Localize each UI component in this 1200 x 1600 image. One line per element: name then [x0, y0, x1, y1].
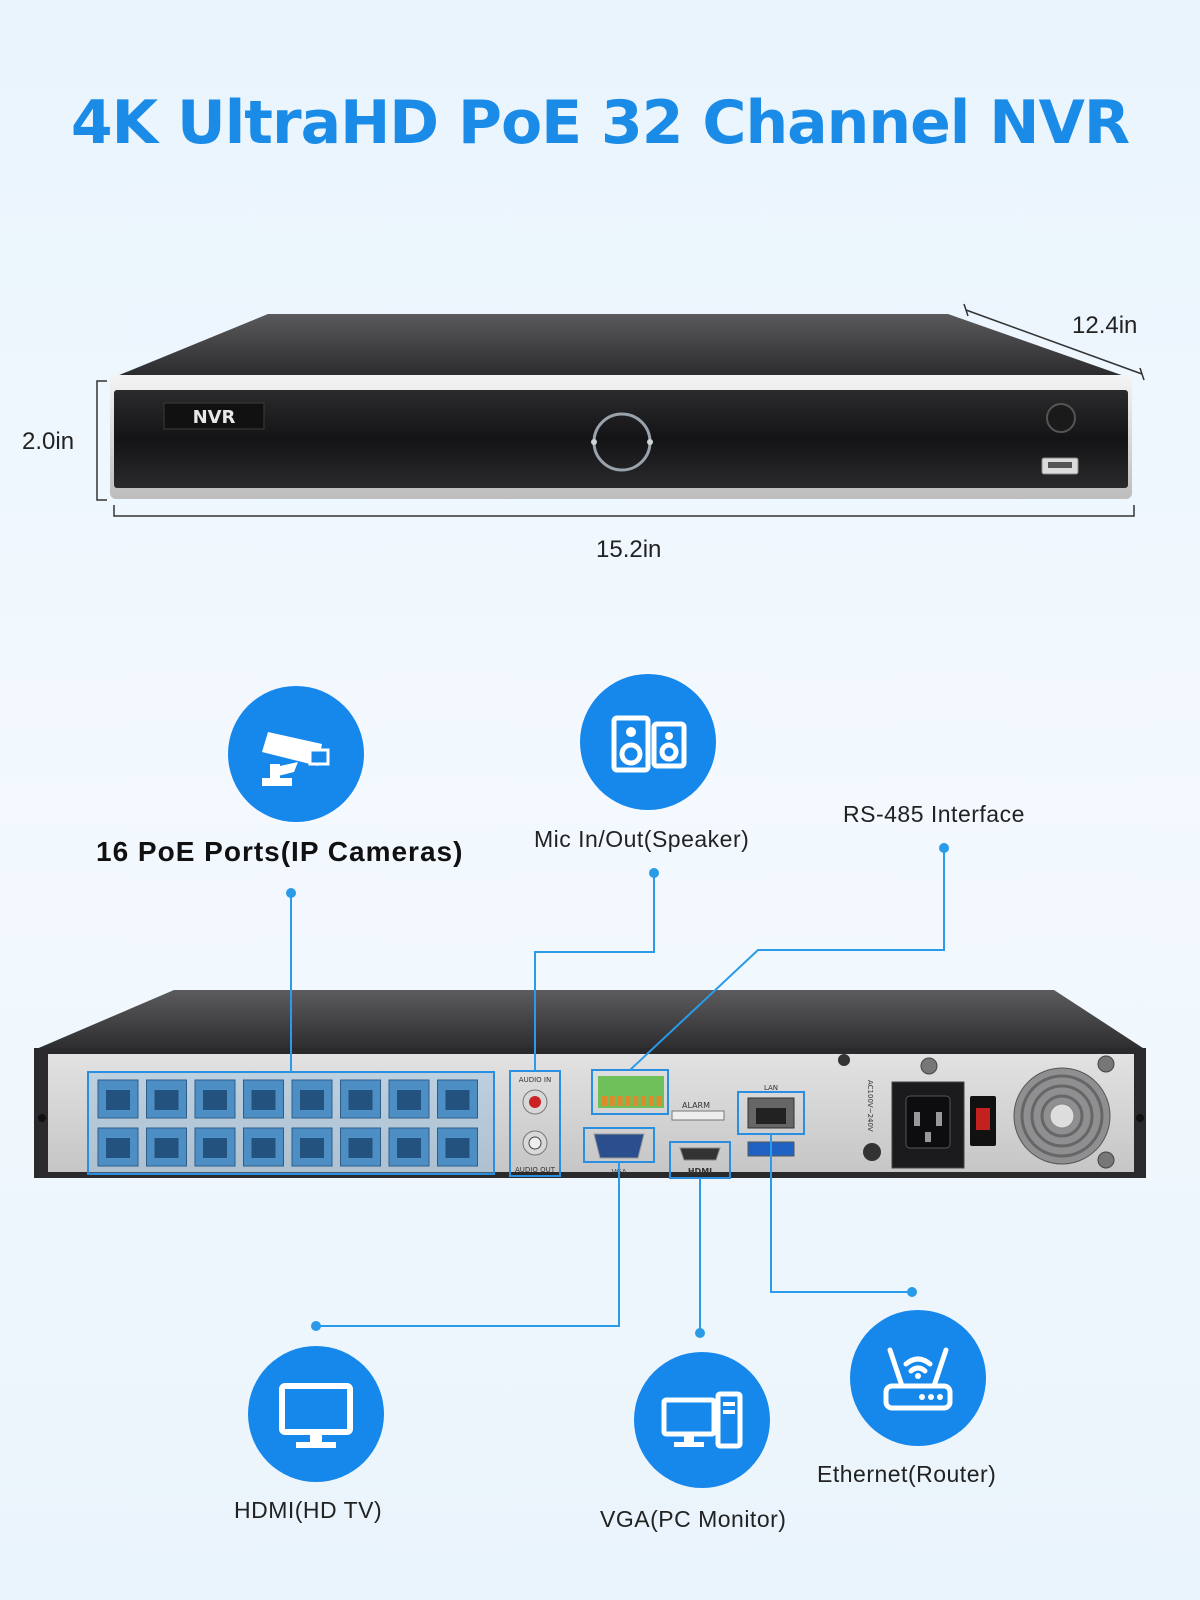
nvr-top-panel [112, 314, 1130, 378]
audio-out-text: AUDIO OUT [515, 1166, 556, 1174]
rs485-label: RS-485 Interface [843, 801, 1025, 827]
router-circle [850, 1310, 986, 1446]
desktop-pc-icon [661, 1391, 743, 1449]
poe-ports-label: 16 PoE Ports(IP Cameras) [96, 836, 464, 867]
ethernet-label: Ethernet(Router) [817, 1461, 997, 1487]
page-title: 4K UltraHD PoE 32 Channel NVR [70, 88, 1130, 158]
width-label: 15.2in [596, 536, 662, 563]
camera-circle [228, 686, 364, 822]
monitor-icon [279, 1383, 353, 1448]
vga-monitor-label: VGA(PC Monitor) [600, 1506, 787, 1532]
nvr-badge-text: NVR [193, 407, 236, 428]
callout-dots [286, 843, 949, 1338]
fan-icon [1013, 1067, 1111, 1165]
hdmi-text: HDMI [688, 1167, 712, 1176]
alarm-text: ALARM [682, 1101, 710, 1110]
depth-dimension-line [965, 309, 1143, 375]
poe-port-icon [146, 1079, 187, 1119]
pc-circle [634, 1352, 770, 1488]
nvr-badge [163, 402, 265, 430]
hdmi-port-icon [679, 1147, 721, 1161]
callout-lines [290, 848, 945, 1333]
speakers-icon [611, 715, 687, 773]
depth-label: 12.4in [1072, 312, 1138, 339]
poe-ports-block [87, 1071, 495, 1175]
vga-port-icon [593, 1133, 645, 1159]
speaker-circle [580, 674, 716, 810]
height-label: 2.0in [22, 428, 75, 455]
rs485-terminal-icon [598, 1076, 664, 1108]
hdmi-tv-label: HDMI(HD TV) [234, 1497, 383, 1523]
security-camera-icon [262, 732, 330, 786]
width-dimension-line [113, 505, 1135, 517]
rear-top-panel [34, 990, 1146, 1050]
power-rating-text: AC100V~240V [866, 1080, 874, 1132]
tv-circle [248, 1346, 384, 1482]
ground-screw-icon [863, 1143, 881, 1161]
nvr-front-view: NVR [96, 303, 1145, 517]
nvr-front-panel [114, 390, 1128, 488]
power-button-icon [1046, 403, 1076, 433]
mic-label: Mic In/Out(Speaker) [534, 826, 750, 852]
audio-in-text: AUDIO IN [519, 1076, 551, 1084]
wifi-router-icon [883, 1347, 953, 1411]
poe-port-icon [97, 1127, 139, 1167]
height-dimension-line [96, 380, 107, 501]
lan-text: LAN [764, 1084, 778, 1092]
